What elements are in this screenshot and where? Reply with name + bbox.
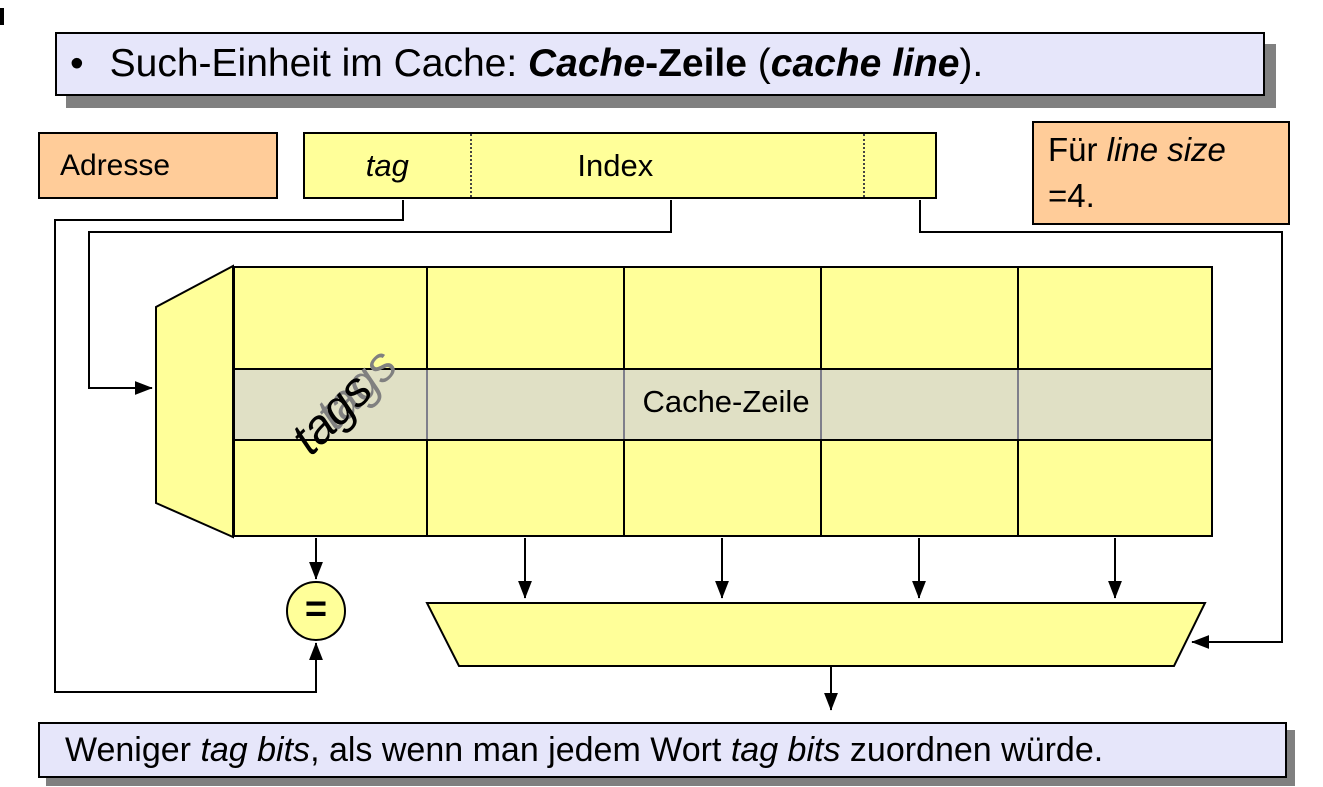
bullet-icon: • [70,42,84,85]
mux-shape [425,602,1207,667]
title-banner: • Such-Einheit im Cache: Cache-Zeile (ca… [55,32,1265,96]
title-text: Such-Einheit im Cache: Cache-Zeile (cach… [109,42,984,85]
line-size-note-box: Für line size =4. [1032,121,1290,225]
comparator-equals-label: = [304,588,328,631]
note-line-1: Für line size [1048,131,1226,168]
cutoff-corner-mark [0,8,4,25]
index-field-label: Index [577,147,654,183]
cache-line-label: Cache-Zeile [642,384,810,419]
address-field-offset [863,134,935,197]
footer-banner: Weniger tag bits, als wenn man jedem Wor… [38,722,1287,778]
address-field-tag: tag [305,134,470,197]
adresse-label: Adresse [60,148,171,182]
note-line-2: =4. [1048,176,1095,214]
footer-text: Weniger tag bits, als wenn man jedem Wor… [65,730,1104,769]
address-field-box: tag Index [303,132,937,199]
address-field-index: Index [469,134,863,197]
adresse-label-box: Adresse [38,132,278,199]
tags-array-shape [155,264,234,539]
tag-field-label: tag [365,147,409,183]
